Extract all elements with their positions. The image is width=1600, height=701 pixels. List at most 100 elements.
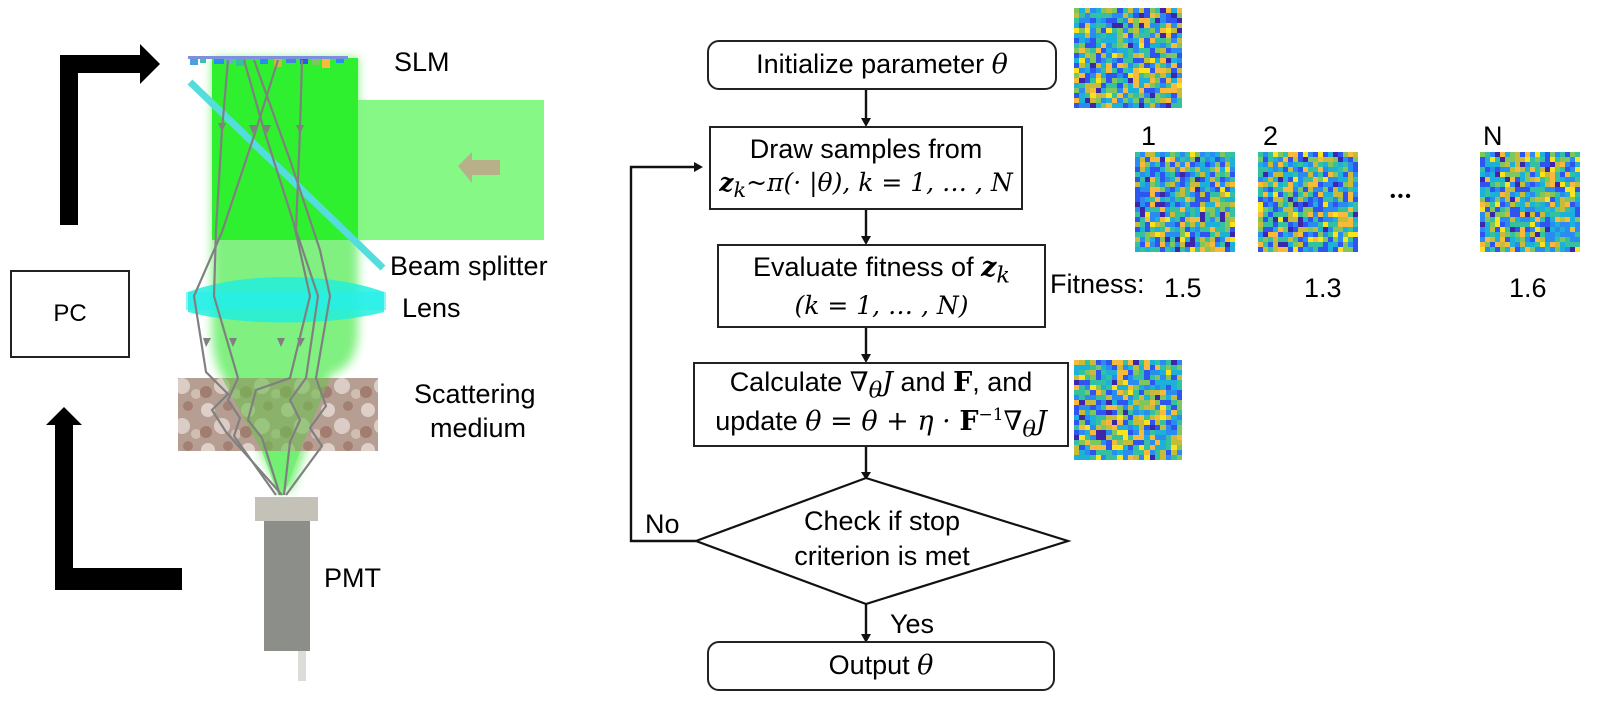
pattern-pixel bbox=[1145, 227, 1150, 232]
pattern-pixel bbox=[1138, 98, 1145, 103]
pattern-pixel bbox=[1133, 395, 1139, 400]
pattern-pixel bbox=[1555, 212, 1560, 217]
pattern-pixel bbox=[1165, 247, 1170, 252]
pattern-pixel bbox=[1165, 455, 1172, 460]
pattern-pixel bbox=[1171, 450, 1177, 455]
pattern-pixel bbox=[1545, 197, 1550, 202]
pattern-pixel bbox=[1090, 450, 1096, 455]
pattern-pixel bbox=[1176, 415, 1182, 420]
pattern-pixel bbox=[1303, 157, 1308, 162]
pc-to-slm-arrow bbox=[60, 44, 160, 225]
pattern-pixel bbox=[1263, 207, 1268, 212]
pattern-pixel bbox=[1495, 217, 1500, 222]
pattern-pixel bbox=[1079, 63, 1085, 68]
pattern-pixel bbox=[1565, 162, 1570, 167]
pattern-pixel bbox=[1117, 425, 1123, 430]
pattern-pixel bbox=[1138, 375, 1145, 380]
pattern-pixel bbox=[1160, 232, 1165, 237]
pattern-pixel bbox=[1095, 405, 1101, 410]
pattern-pixel bbox=[1550, 217, 1555, 222]
pattern-pixel bbox=[1155, 207, 1160, 212]
pattern-pixel bbox=[1165, 152, 1170, 157]
pattern-pixel bbox=[1155, 13, 1161, 18]
pattern-pixel bbox=[1084, 48, 1091, 53]
pattern-pixel bbox=[1111, 58, 1118, 63]
pattern-pixel bbox=[1122, 390, 1128, 395]
pattern-pixel bbox=[1144, 93, 1150, 98]
pattern-pixel bbox=[1195, 207, 1200, 212]
pattern-pixel bbox=[1268, 157, 1273, 162]
pattern-pixel bbox=[1128, 430, 1134, 435]
pattern-pixel bbox=[1117, 8, 1123, 13]
nabla-symbol: ∇ bbox=[1003, 405, 1023, 437]
pattern-pixel bbox=[1084, 455, 1091, 460]
pattern-pixel bbox=[1084, 430, 1091, 435]
pattern-pixel bbox=[1111, 420, 1118, 425]
pattern-pixel bbox=[1308, 172, 1313, 177]
pattern-pixel bbox=[1540, 187, 1545, 192]
pattern-pixel bbox=[1338, 182, 1343, 187]
pattern-pixel bbox=[1220, 207, 1225, 212]
pattern-pixel bbox=[1165, 222, 1170, 227]
pattern-pixel bbox=[1510, 182, 1515, 187]
pattern-pixel bbox=[1550, 207, 1555, 212]
pattern-pixel bbox=[1195, 242, 1200, 247]
pattern-pixel bbox=[1550, 222, 1555, 227]
pattern-pixel bbox=[1160, 380, 1166, 385]
pattern-pixel bbox=[1328, 172, 1333, 177]
pattern-pixel bbox=[1111, 435, 1118, 440]
pattern-pixel bbox=[1230, 152, 1235, 157]
pattern-pixel bbox=[1535, 212, 1540, 217]
pattern-pixel bbox=[1144, 445, 1150, 450]
pattern-pixel bbox=[1338, 222, 1343, 227]
pattern-pixel bbox=[1155, 48, 1161, 53]
pattern-pixel bbox=[1200, 212, 1205, 217]
pattern-pixel bbox=[1298, 162, 1303, 167]
pattern-pixel bbox=[1535, 162, 1540, 167]
pattern-pixel bbox=[1135, 172, 1140, 177]
f-matrix-symbol: F bbox=[959, 405, 979, 437]
pattern-pixel bbox=[1565, 192, 1570, 197]
pattern-pixel bbox=[1165, 103, 1172, 108]
pattern-pixel bbox=[1090, 63, 1096, 68]
pattern-pixel bbox=[1084, 445, 1091, 450]
pattern-pixel bbox=[1149, 28, 1155, 33]
pattern-pixel bbox=[1176, 420, 1182, 425]
pattern-pixel bbox=[1293, 192, 1298, 197]
pattern-pixel bbox=[1263, 162, 1268, 167]
pattern-pixel bbox=[1170, 222, 1175, 227]
pattern-pixel bbox=[1278, 227, 1283, 232]
pattern-pixel bbox=[1090, 33, 1096, 38]
pattern-pixel bbox=[1144, 415, 1150, 420]
pattern-pixel bbox=[1111, 445, 1118, 450]
pattern-pixel bbox=[1155, 365, 1161, 370]
pattern-pixel bbox=[1122, 365, 1128, 370]
pattern-pixel bbox=[1117, 103, 1123, 108]
pattern-pixel bbox=[1135, 157, 1140, 162]
pattern-pixel bbox=[1263, 227, 1268, 232]
pattern-pixel bbox=[1205, 197, 1210, 202]
pattern-pixel bbox=[1530, 182, 1535, 187]
pattern-pixel bbox=[1495, 232, 1500, 237]
pattern-pixel bbox=[1185, 167, 1190, 172]
pattern-pixel bbox=[1535, 177, 1540, 182]
pmt-label: PMT bbox=[324, 563, 381, 593]
pattern-pixel bbox=[1200, 237, 1205, 242]
pattern-pixel bbox=[1258, 187, 1263, 192]
pattern-pixel bbox=[1090, 73, 1096, 78]
pattern-pixel bbox=[1176, 430, 1182, 435]
pattern-pixel bbox=[1348, 202, 1353, 207]
pattern-pixel bbox=[1149, 385, 1155, 390]
pattern-pixel bbox=[1117, 445, 1123, 450]
pattern-pixel bbox=[1165, 375, 1172, 380]
pattern-pixel bbox=[1348, 217, 1353, 222]
pattern-pixel bbox=[1095, 425, 1101, 430]
pattern-pixel bbox=[1230, 162, 1235, 167]
pattern-pixel bbox=[1138, 435, 1145, 440]
pattern-pixel bbox=[1155, 247, 1160, 252]
pattern-pixel bbox=[1190, 217, 1195, 222]
pattern-pixel bbox=[1128, 440, 1134, 445]
pattern-pixel bbox=[1171, 420, 1177, 425]
pattern-pixel bbox=[1565, 207, 1570, 212]
pattern-pixel bbox=[1530, 237, 1535, 242]
